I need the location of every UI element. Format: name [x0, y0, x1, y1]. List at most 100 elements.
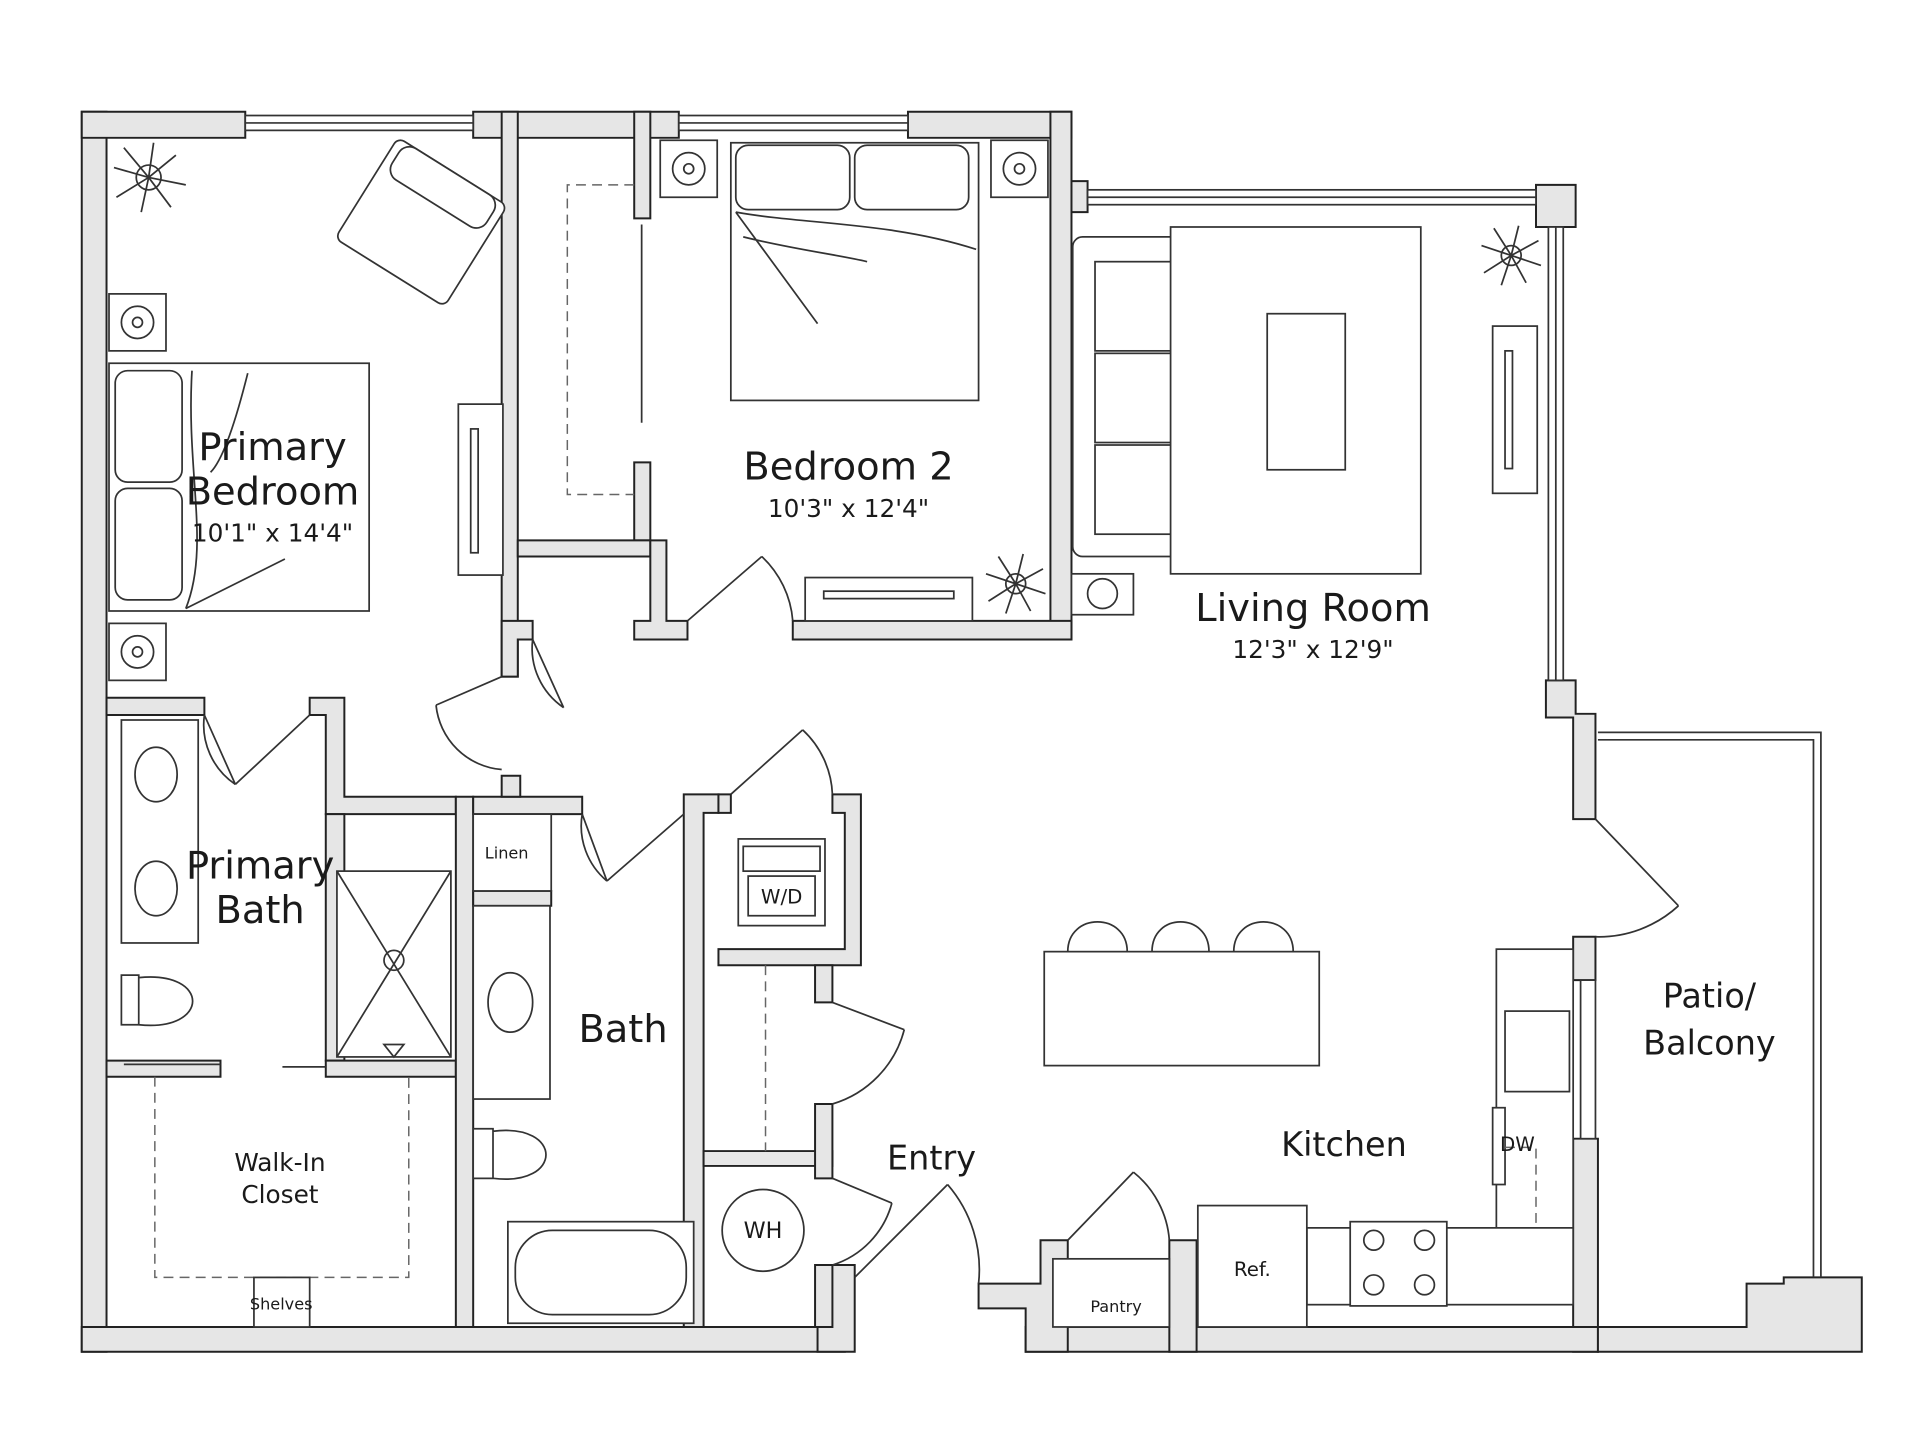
primary-pillow-2 [114, 487, 183, 601]
bedroom2-east-wall [1049, 110, 1073, 641]
primary-bed-south-wall [105, 696, 206, 717]
door-laundry [730, 729, 834, 795]
south-wall-east [1024, 1325, 1599, 1353]
primary-bedroom-name-1: Primary [198, 425, 346, 470]
coat-closet-right [814, 964, 834, 1004]
kitchen-fixtures [1043, 921, 1575, 1328]
patio-name-2: Balcony [1643, 1023, 1776, 1062]
bar-stool-1 [1066, 921, 1129, 952]
dishwasher-label: DW [1500, 1133, 1535, 1156]
pantry-label: Pantry [1090, 1297, 1142, 1316]
walk-in-closet-name-1: Walk-In [234, 1148, 325, 1177]
bedroom2-furniture [566, 139, 1049, 622]
bed2-pillow-1 [734, 144, 851, 211]
door-primary-bath [202, 714, 311, 786]
patio-outline-inner [1597, 738, 1815, 1278]
plant-icon [985, 553, 1046, 614]
primary-sink-1 [134, 746, 179, 803]
door-entry [854, 1183, 981, 1284]
door-shower [123, 1063, 326, 1068]
plant-icon [113, 142, 186, 213]
linen-label: Linen [485, 844, 529, 863]
laundry-right [717, 793, 862, 967]
pantry [1052, 1257, 1171, 1328]
closet-fixtures [154, 1076, 410, 1328]
closet-shelves [253, 1276, 311, 1328]
bed2-nightstand-right [990, 139, 1049, 199]
bath-name: Bath [578, 1007, 667, 1052]
plant-icon [1481, 225, 1542, 286]
primary-bath-south [105, 1059, 222, 1078]
bath-sink [487, 971, 534, 1034]
west-wall [80, 110, 108, 1353]
north-wall-primary [80, 110, 247, 139]
patio-name-1: Patio/ [1663, 976, 1757, 1015]
primary-bath-name-2: Bath [216, 888, 305, 933]
wall-hall-stub [633, 539, 689, 641]
washer-dryer-label: W/D [761, 885, 803, 908]
bath-vanity [472, 904, 551, 1100]
laundry-wall [717, 793, 732, 814]
bath-fixtures [120, 719, 695, 1325]
patio-corner-wall [1596, 1276, 1863, 1353]
wh-closet-right [814, 1264, 834, 1328]
window-kitchen [1579, 979, 1597, 1140]
windows [244, 114, 1597, 1140]
closet-hall-wall [702, 1150, 834, 1167]
primary-bath-wall-right [308, 696, 457, 816]
water-heater-label: WH [744, 1218, 783, 1244]
closet-north [324, 1059, 457, 1078]
interior-walls [105, 110, 862, 1328]
water-heater [721, 1188, 805, 1273]
refrigerator-label: Ref. [1234, 1258, 1271, 1281]
primary-nightstand-bottom [108, 622, 167, 682]
bath-north-stub [500, 774, 522, 798]
primary-bath-name-1: Primary [186, 844, 334, 889]
patio-outline [1597, 731, 1822, 1278]
bed2-pillow-2 [853, 144, 970, 211]
wall-hall-left [500, 619, 534, 678]
doors [123, 555, 1680, 1284]
closet-shelving [154, 1076, 410, 1279]
primary-toilet [120, 974, 194, 1027]
bathtub [507, 1220, 695, 1325]
walk-in-closet-name-2: Closet [241, 1180, 318, 1209]
entry-name: Entry [887, 1139, 976, 1178]
wall-hall-top [516, 539, 652, 558]
bath-west-wall [454, 795, 475, 1328]
wall-bed2-closet-low [633, 461, 652, 542]
living-north-stub [1070, 180, 1089, 214]
living-ne-corner [1535, 183, 1577, 228]
kitchen-name: Kitchen [1281, 1125, 1407, 1164]
door-coat-closet [832, 1001, 906, 1105]
bed2-nightstand-left [659, 139, 719, 199]
door-hall-closet [531, 639, 565, 709]
linen-closet [472, 813, 553, 892]
bar-stool-2 [1151, 921, 1210, 952]
primary-vanity [120, 719, 200, 944]
bar-stool-3 [1232, 921, 1295, 952]
bed2-closet-shelf [566, 184, 635, 496]
primary-bedroom-size: 10'1" x 14'4" [192, 519, 353, 548]
room-labels: Primary Bedroom 10'1" x 14'4" Bedroom 2 … [186, 425, 1776, 1209]
bedroom2-size: 10'3" x 12'4" [768, 494, 929, 523]
utility-fixtures [721, 838, 826, 1273]
south-wall-west [80, 1325, 846, 1353]
bath-north-wall [472, 795, 584, 816]
primary-chair [336, 139, 506, 305]
door-pantry [1067, 1171, 1171, 1241]
shelves-label: Shelves [250, 1295, 313, 1314]
primary-bedroom-furniture [108, 139, 506, 682]
washer-dryer [737, 838, 826, 927]
primary-nightstand-top [108, 293, 167, 352]
primary-bedroom-name-2: Bedroom [186, 469, 360, 514]
refrigerator [1196, 1204, 1308, 1328]
kitchen-east-wall [1572, 935, 1597, 982]
primary-sink-2 [134, 860, 179, 917]
door-bath [580, 813, 685, 882]
door-wh-closet [832, 1177, 893, 1266]
primary-dresser [457, 403, 504, 576]
dishwasher [1491, 1106, 1506, 1186]
coffee-table [1266, 312, 1347, 471]
